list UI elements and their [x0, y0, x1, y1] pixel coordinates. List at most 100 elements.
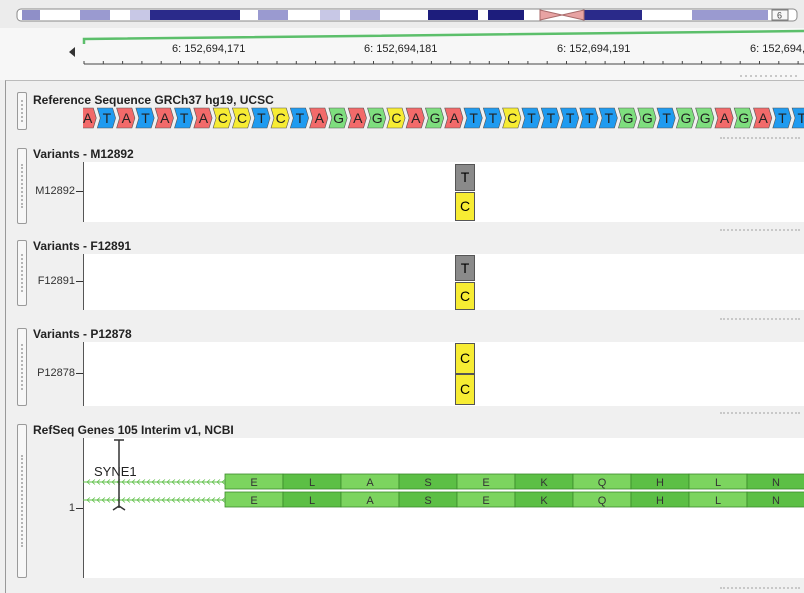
reference-base[interactable]: A	[154, 107, 174, 129]
reference-base[interactable]: T	[96, 107, 116, 129]
coordinate-ruler[interactable]: 6: 152,694,171 6: 152,694,181 6: 152,694…	[0, 28, 804, 80]
exon-codon[interactable]: K	[514, 491, 574, 508]
variant-allele[interactable]: T	[455, 255, 475, 281]
reference-base[interactable]: G	[695, 107, 715, 129]
amino-acid-letter: Q	[598, 477, 607, 489]
exon-codon[interactable]: N	[746, 473, 804, 490]
reference-base[interactable]: A	[193, 107, 213, 129]
ruler-ticks	[83, 61, 799, 64]
reference-base[interactable]: T	[289, 107, 309, 129]
reference-base-letter: C	[218, 110, 228, 126]
reference-base-letter: C	[237, 110, 247, 126]
track-handle[interactable]	[17, 424, 27, 578]
reference-base[interactable]: T	[656, 107, 676, 129]
reference-base[interactable]: T	[560, 107, 580, 129]
exon-codon[interactable]: H	[630, 473, 690, 490]
exon-codon[interactable]: A	[340, 491, 400, 508]
reference-base[interactable]: G	[424, 107, 445, 129]
exon-codon[interactable]: L	[688, 473, 748, 490]
reference-base[interactable]: A	[347, 107, 367, 129]
exon-codon[interactable]: L	[688, 491, 748, 508]
variant-allele[interactable]: T	[455, 164, 475, 191]
exon-codon[interactable]: E	[456, 491, 516, 508]
variant-plot[interactable]	[83, 162, 804, 222]
exon-codon[interactable]: K	[514, 473, 574, 490]
reference-base[interactable]: A	[309, 107, 329, 129]
amino-acid-letter: Q	[598, 495, 607, 507]
variant-allele[interactable]: C	[455, 282, 475, 310]
reference-base[interactable]: G	[675, 107, 695, 129]
reference-base-letter: A	[411, 110, 421, 126]
reference-base[interactable]: G	[637, 107, 657, 129]
exon-codon[interactable]: Q	[572, 473, 632, 490]
reference-base-letter: T	[547, 110, 556, 126]
reference-base[interactable]: G	[367, 107, 387, 129]
amino-acid-letter: K	[540, 495, 548, 507]
reference-base[interactable]: A	[83, 107, 97, 129]
exon-codon[interactable]: Q	[572, 491, 632, 508]
variant-allele[interactable]: C	[455, 192, 475, 221]
reference-base[interactable]: G	[328, 107, 348, 129]
reference-base[interactable]: G	[733, 107, 753, 129]
variant-allele[interactable]: C	[455, 343, 475, 374]
exon-codon[interactable]: H	[630, 491, 690, 508]
chromosome-ideogram[interactable]: 6	[0, 0, 804, 28]
exon-codon[interactable]: A	[340, 473, 400, 490]
gene-name-label[interactable]: SYNE1	[94, 464, 137, 479]
exon-codon[interactable]: E	[456, 473, 516, 490]
amino-acid-letter: L	[309, 477, 315, 489]
reference-base-letter: T	[566, 110, 575, 126]
intron-line	[83, 497, 226, 503]
reference-base[interactable]: T	[579, 107, 599, 129]
exon-codon[interactable]: L	[282, 491, 342, 508]
reference-base[interactable]: T	[174, 107, 194, 129]
reference-base[interactable]: A	[753, 107, 773, 129]
scroll-left-icon[interactable]	[69, 47, 75, 57]
gene-plot[interactable]	[83, 438, 804, 578]
reference-base[interactable]: T	[482, 107, 502, 129]
variant-allele[interactable]: C	[455, 374, 475, 405]
variant-plot[interactable]	[83, 254, 804, 310]
exon-codon[interactable]: S	[398, 491, 458, 508]
variant-plot[interactable]	[83, 342, 804, 406]
reference-base[interactable]: C	[386, 107, 406, 129]
reference-base[interactable]: A	[116, 107, 136, 129]
reference-base[interactable]: T	[540, 107, 560, 129]
track-handle[interactable]	[17, 240, 27, 306]
ruler-label: 6: 152,694,191	[557, 43, 630, 55]
reference-base[interactable]: C	[212, 107, 232, 129]
amino-acid-letter: S	[424, 477, 431, 489]
reference-base[interactable]: T	[791, 107, 804, 129]
reference-base[interactable]: T	[772, 107, 792, 129]
track-handle[interactable]	[17, 92, 27, 130]
exon-codon[interactable]: N	[746, 491, 804, 508]
reference-base[interactable]: T	[135, 107, 155, 129]
reference-base[interactable]: A	[714, 107, 734, 129]
reference-base[interactable]: T	[463, 107, 483, 129]
track-handle[interactable]	[17, 328, 27, 406]
reference-base[interactable]: C	[231, 107, 252, 129]
reference-base[interactable]: T	[251, 107, 271, 129]
amino-acid-letter: E	[482, 495, 489, 507]
reference-base-letter: G	[642, 110, 653, 126]
reference-base-letter: T	[257, 110, 266, 126]
exon-codon[interactable]: L	[282, 473, 342, 490]
track-title: Variants - M12892	[33, 147, 134, 161]
amino-acid-letter: K	[540, 477, 548, 489]
reference-base[interactable]: T	[521, 107, 541, 129]
exon-codon[interactable]: E	[224, 491, 284, 508]
reference-base[interactable]: C	[270, 107, 290, 129]
reference-base[interactable]: C	[502, 107, 522, 129]
reference-base[interactable]: G	[617, 107, 638, 129]
reference-base[interactable]: A	[405, 107, 425, 129]
exon-codon[interactable]: S	[398, 473, 458, 490]
exon-codon[interactable]: E	[224, 473, 284, 490]
reference-base[interactable]: A	[444, 107, 464, 129]
reference-base-letter: A	[160, 110, 170, 126]
amino-acid-letter: N	[772, 495, 780, 507]
chromosome-label: 6	[777, 11, 782, 21]
reference-base[interactable]: T	[598, 107, 618, 129]
track-handle[interactable]	[17, 148, 27, 224]
